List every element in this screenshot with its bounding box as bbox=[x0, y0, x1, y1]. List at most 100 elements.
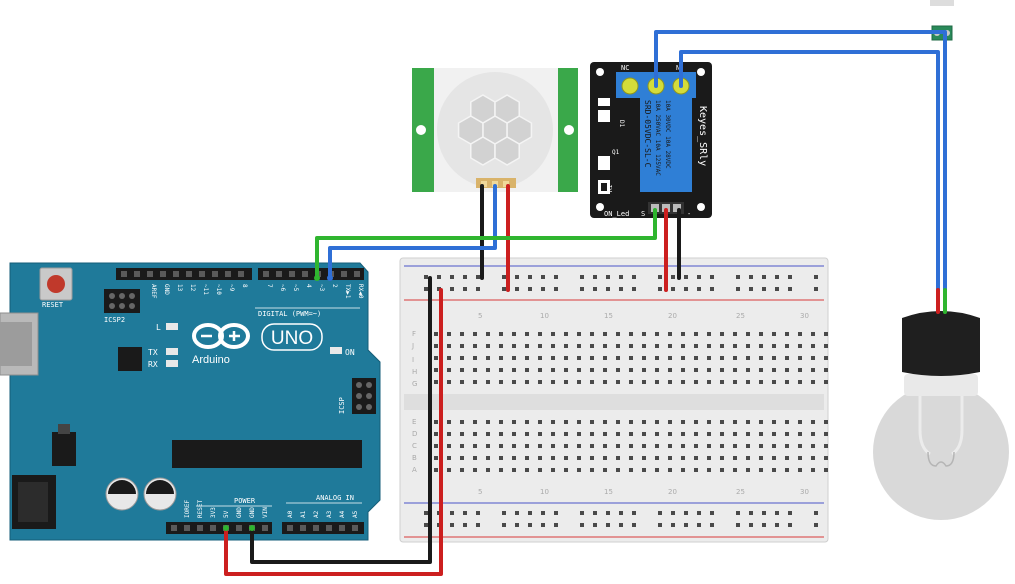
q1-label: Q1 bbox=[612, 149, 620, 156]
digital-pin-label-15: RX◀0 bbox=[357, 284, 364, 299]
row-letter-top-2: H bbox=[412, 368, 417, 376]
power-pin-label-1: RESET bbox=[197, 500, 204, 518]
digital-pin-label-9: ~6 bbox=[279, 284, 286, 292]
column-number-top-0: 5 bbox=[478, 312, 482, 320]
capacitors bbox=[105, 477, 177, 511]
digital-pin-label-10: ~5 bbox=[292, 284, 299, 292]
wires bbox=[223, 30, 947, 576]
bottom-header-pins bbox=[171, 525, 358, 531]
icsp2-label: ICSP2 bbox=[104, 316, 125, 324]
icsp-label: ICSP bbox=[338, 397, 346, 414]
reset-button-cap[interactable] bbox=[47, 275, 65, 293]
digital-pin-label-5: ~10 bbox=[215, 284, 222, 295]
row-letter-top-0: J bbox=[411, 342, 414, 350]
voltage-regulator bbox=[52, 432, 76, 466]
analog-pin-label-0: A0 bbox=[287, 510, 294, 518]
digital-pin-label-8: 7 bbox=[266, 284, 273, 288]
column-number-top-2: 15 bbox=[604, 312, 613, 320]
column-number-top-5: 30 bbox=[800, 312, 809, 320]
wire-ac-no-blue bbox=[679, 50, 940, 292]
reset-label: RESET bbox=[42, 301, 64, 309]
microcontroller-chip bbox=[172, 440, 362, 468]
power-label: POWER bbox=[234, 497, 256, 505]
rx-led-label: RX bbox=[148, 360, 158, 369]
relay-spec-line-2: 10A 30VDC 10A 28VDC bbox=[664, 100, 671, 169]
relay-coil-block bbox=[640, 96, 692, 192]
arduino-logo-icon bbox=[192, 323, 250, 349]
power-pin-label-6: VIN bbox=[262, 507, 269, 518]
column-number-top-1: 10 bbox=[540, 312, 549, 320]
relay-no-label: N bbox=[676, 64, 680, 72]
row-letter-top-4: F bbox=[412, 330, 416, 338]
digital-pin-label-6: ~9 bbox=[228, 284, 235, 292]
breadboard-column-numbers: 5 10 15 20 25 30 5 10 15 20 25 30 bbox=[478, 312, 809, 496]
transistor-q1 bbox=[598, 156, 610, 170]
relay-mount-hole-tr bbox=[697, 68, 705, 76]
column-number-bottom-5: 30 bbox=[800, 488, 809, 496]
bulb-neck bbox=[904, 374, 978, 396]
power-header bbox=[166, 522, 272, 534]
usb-chip bbox=[118, 347, 142, 371]
arduino-pcb bbox=[9, 262, 381, 541]
r1-label: R1 bbox=[607, 184, 614, 192]
power-jack-inner bbox=[18, 482, 48, 522]
arduino-brand-text: Arduino bbox=[192, 354, 230, 366]
relay-module: NC N SRD-05VDC-SL-C 10A 250VAC 10A 125VA… bbox=[590, 62, 712, 218]
tx-led bbox=[166, 348, 178, 355]
power-pin-label-4: GND bbox=[236, 507, 243, 518]
column-number-bottom-4: 25 bbox=[736, 488, 745, 496]
row-letter-top-1: I bbox=[412, 356, 414, 364]
bulb-glass bbox=[873, 384, 1009, 520]
digital-pin-label-14: TX▶1 bbox=[344, 284, 351, 299]
icsp2-header bbox=[104, 289, 140, 313]
analog-header bbox=[282, 522, 364, 534]
terminal-screw-nc bbox=[621, 77, 639, 95]
on-led bbox=[330, 347, 342, 354]
pir-fresnel-lens bbox=[457, 94, 533, 166]
digital-label: DIGITAL (PWM=~) bbox=[258, 310, 321, 318]
light-bulb bbox=[873, 311, 1009, 520]
digital-pin-label-7: 8 bbox=[241, 284, 248, 288]
relay-mount-hole-bl bbox=[596, 203, 604, 211]
wire-gnd-black bbox=[250, 276, 432, 564]
row-letter-bottom-0: E bbox=[412, 418, 416, 426]
digital-pin-label-13: 2 bbox=[331, 284, 338, 288]
relay-minus-label: - bbox=[687, 210, 691, 218]
wire-pir-signal-blue bbox=[328, 184, 497, 280]
digital-pin-label-11: 4 bbox=[305, 284, 312, 288]
breadboard: J I H G F E D C B A 5 10 15 20 25 30 5 1… bbox=[399, 257, 829, 543]
digital-pin-label-0: AREF bbox=[150, 284, 157, 299]
bulb-filament bbox=[927, 451, 955, 467]
row-letter-top-3: G bbox=[412, 380, 417, 388]
analog-pin-label-5: A5 bbox=[352, 510, 359, 518]
wire-relay-signal-green bbox=[315, 208, 657, 280]
column-number-top-4: 25 bbox=[736, 312, 745, 320]
digital-header-pins bbox=[121, 271, 360, 277]
bulb-socket bbox=[902, 311, 980, 376]
breadboard-center-channel bbox=[404, 394, 824, 410]
digital-pin-label-12: ~3 bbox=[318, 284, 325, 292]
digital-pin-label-4: ~11 bbox=[202, 284, 209, 295]
relay-mount-hole-tl bbox=[596, 68, 604, 76]
analog-pin-label-2: A2 bbox=[313, 510, 320, 518]
on-led-label: ON bbox=[345, 348, 355, 357]
power-pin-label-0: IOREF bbox=[184, 500, 191, 518]
power-pin-label-5: GND bbox=[249, 507, 256, 518]
row-letter-bottom-4: A bbox=[412, 466, 417, 474]
relay-s-label: S bbox=[641, 210, 645, 218]
icsp-header bbox=[352, 378, 376, 414]
tx-led-label: TX bbox=[148, 348, 158, 357]
relay-mount-hole-br bbox=[697, 203, 705, 211]
relay-spec-line-0: SRD-05VDC-SL-C bbox=[643, 100, 652, 168]
pir-mount-hole-right bbox=[564, 125, 574, 135]
breadboard-holes bbox=[424, 275, 828, 527]
row-letter-bottom-2: C bbox=[412, 442, 417, 450]
l-led-label: L bbox=[156, 323, 161, 332]
digital-pin-label-3: 12 bbox=[189, 284, 196, 292]
wire-ac-com-blue bbox=[654, 30, 947, 292]
